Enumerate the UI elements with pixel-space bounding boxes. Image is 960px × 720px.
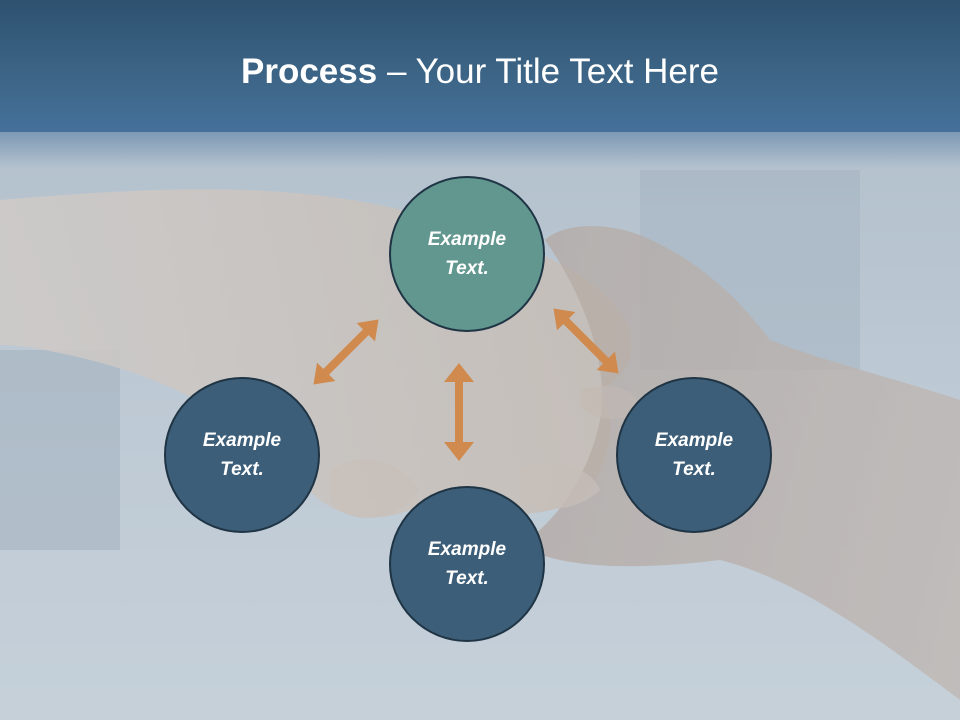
node-text-line2: Text. xyxy=(672,459,716,480)
process-node-bottom: Example Text. xyxy=(389,486,545,642)
title-bar-fade xyxy=(0,128,960,168)
node-text-line1: Example xyxy=(202,430,282,451)
slide-title: Process – Your Title Text Here xyxy=(0,52,960,92)
title-bar xyxy=(0,0,960,132)
process-node-right: Example Text. xyxy=(616,377,772,533)
node-text-line2: Text. xyxy=(445,258,489,279)
node-text-line1: Example xyxy=(654,430,734,451)
title-rest: – Your Title Text Here xyxy=(377,52,719,91)
node-text-line2: Text. xyxy=(220,459,264,480)
node-text-line2: Text. xyxy=(445,568,489,589)
process-node-left: Example Text. xyxy=(164,377,320,533)
title-bold: Process xyxy=(241,52,378,91)
node-text-line1: Example xyxy=(427,229,507,250)
process-node-top: Example Text. xyxy=(389,176,545,332)
node-text-line1: Example xyxy=(427,539,507,560)
